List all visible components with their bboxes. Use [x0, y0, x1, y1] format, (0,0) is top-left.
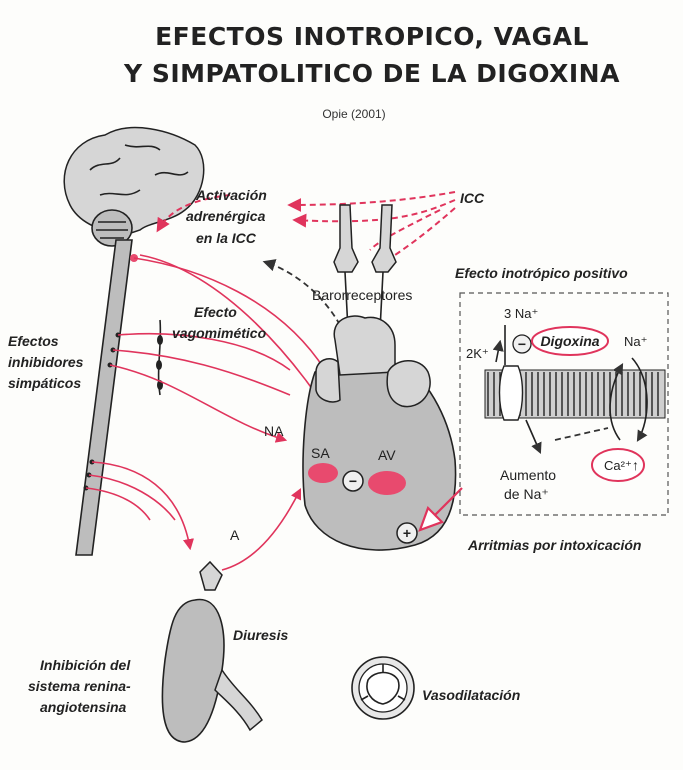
activacion-label-line-1: Activación: [195, 187, 267, 203]
inhibidores-label-line-2: inhibidores: [8, 354, 84, 370]
inset-frame: [459, 292, 669, 516]
icc-feedback-arrows: [156, 191, 456, 326]
na-ca-cycle-arrow: [631, 357, 648, 442]
k-influx-arrow: [492, 339, 504, 363]
aumento-label-line-1: Aumento: [500, 467, 556, 483]
positive-effect-sign: [396, 522, 418, 544]
title-line-2: Y SIMPATOLITICO DE LA DIGOXINA: [123, 59, 620, 88]
efecto-label-line-2: vagomimético: [172, 325, 267, 341]
renina-label-line-1: Inhibición del: [40, 657, 131, 673]
na-accumulation-arrow: [525, 419, 542, 455]
aumento-label-line-2: de Na⁺: [504, 486, 549, 502]
sa-node-label: SA: [311, 445, 330, 461]
barorreceptores-label: Barorreceptores: [312, 287, 412, 303]
inset-inhibition-sign: [512, 334, 532, 354]
arritmias-label: Arritmias por intoxicación: [467, 537, 641, 553]
activacion-label-line-3: en la ICC: [196, 230, 257, 246]
calcium-label: Ca²⁺: [604, 458, 632, 473]
kidney-illustration: [161, 560, 263, 743]
baroreceptor-vessels: [333, 204, 397, 331]
spinal-cord: [75, 239, 138, 556]
calcium-increase-arrow: ↑: [632, 457, 639, 473]
renina-label-line-2: sistema renina-: [28, 678, 131, 694]
minus-sign: −: [349, 473, 357, 489]
title-line-1: EFECTOS INOTROPICO, VAGAL: [155, 22, 589, 51]
heart-illustration: [302, 315, 457, 551]
renina-label-line-3: angiotensina: [40, 699, 127, 715]
na-k-pump: [498, 365, 524, 421]
inset-title: Efecto inotrópico positivo: [455, 265, 628, 281]
na-pathway-label: NA: [264, 423, 284, 439]
sa-node: [308, 463, 338, 483]
vasodilatacion-label: Vasodilatación: [422, 687, 520, 703]
plus-sign: +: [403, 525, 411, 541]
av-node-label: AV: [378, 447, 396, 463]
sympathetic-ganglia: [156, 319, 163, 396]
calcium-highlight: [591, 448, 645, 482]
efecto-label-line-1: Efecto: [194, 304, 237, 320]
diuresis-label: Diuresis: [233, 627, 288, 643]
na-ca-exchange-link: [554, 427, 609, 441]
digoxina-label: Digoxina: [540, 333, 599, 349]
a-pathway-label: A: [230, 527, 240, 543]
inset-na-plus-label: Na⁺: [624, 334, 647, 349]
inhibidores-label-line-1: Efectos: [8, 333, 59, 349]
activacion-label-line-2: adrenérgica: [186, 208, 266, 224]
negative-effect-sign: [342, 470, 364, 492]
inset-2k-label: 2K⁺: [466, 346, 489, 361]
vessel-cross-section: [351, 656, 415, 720]
inotropic-arrow: [418, 487, 463, 532]
inset-minus-sign: −: [518, 336, 526, 352]
cell-membrane: [484, 365, 666, 421]
inhibidores-label-line-3: simpáticos: [8, 375, 81, 391]
source-citation: Opie (2001): [322, 107, 385, 121]
digoxina-highlight: [531, 326, 609, 356]
av-node: [368, 471, 406, 495]
brain-illustration: [63, 126, 205, 247]
icc-label: ICC: [460, 190, 485, 206]
inset-3na-label: 3 Na⁺: [504, 306, 538, 321]
